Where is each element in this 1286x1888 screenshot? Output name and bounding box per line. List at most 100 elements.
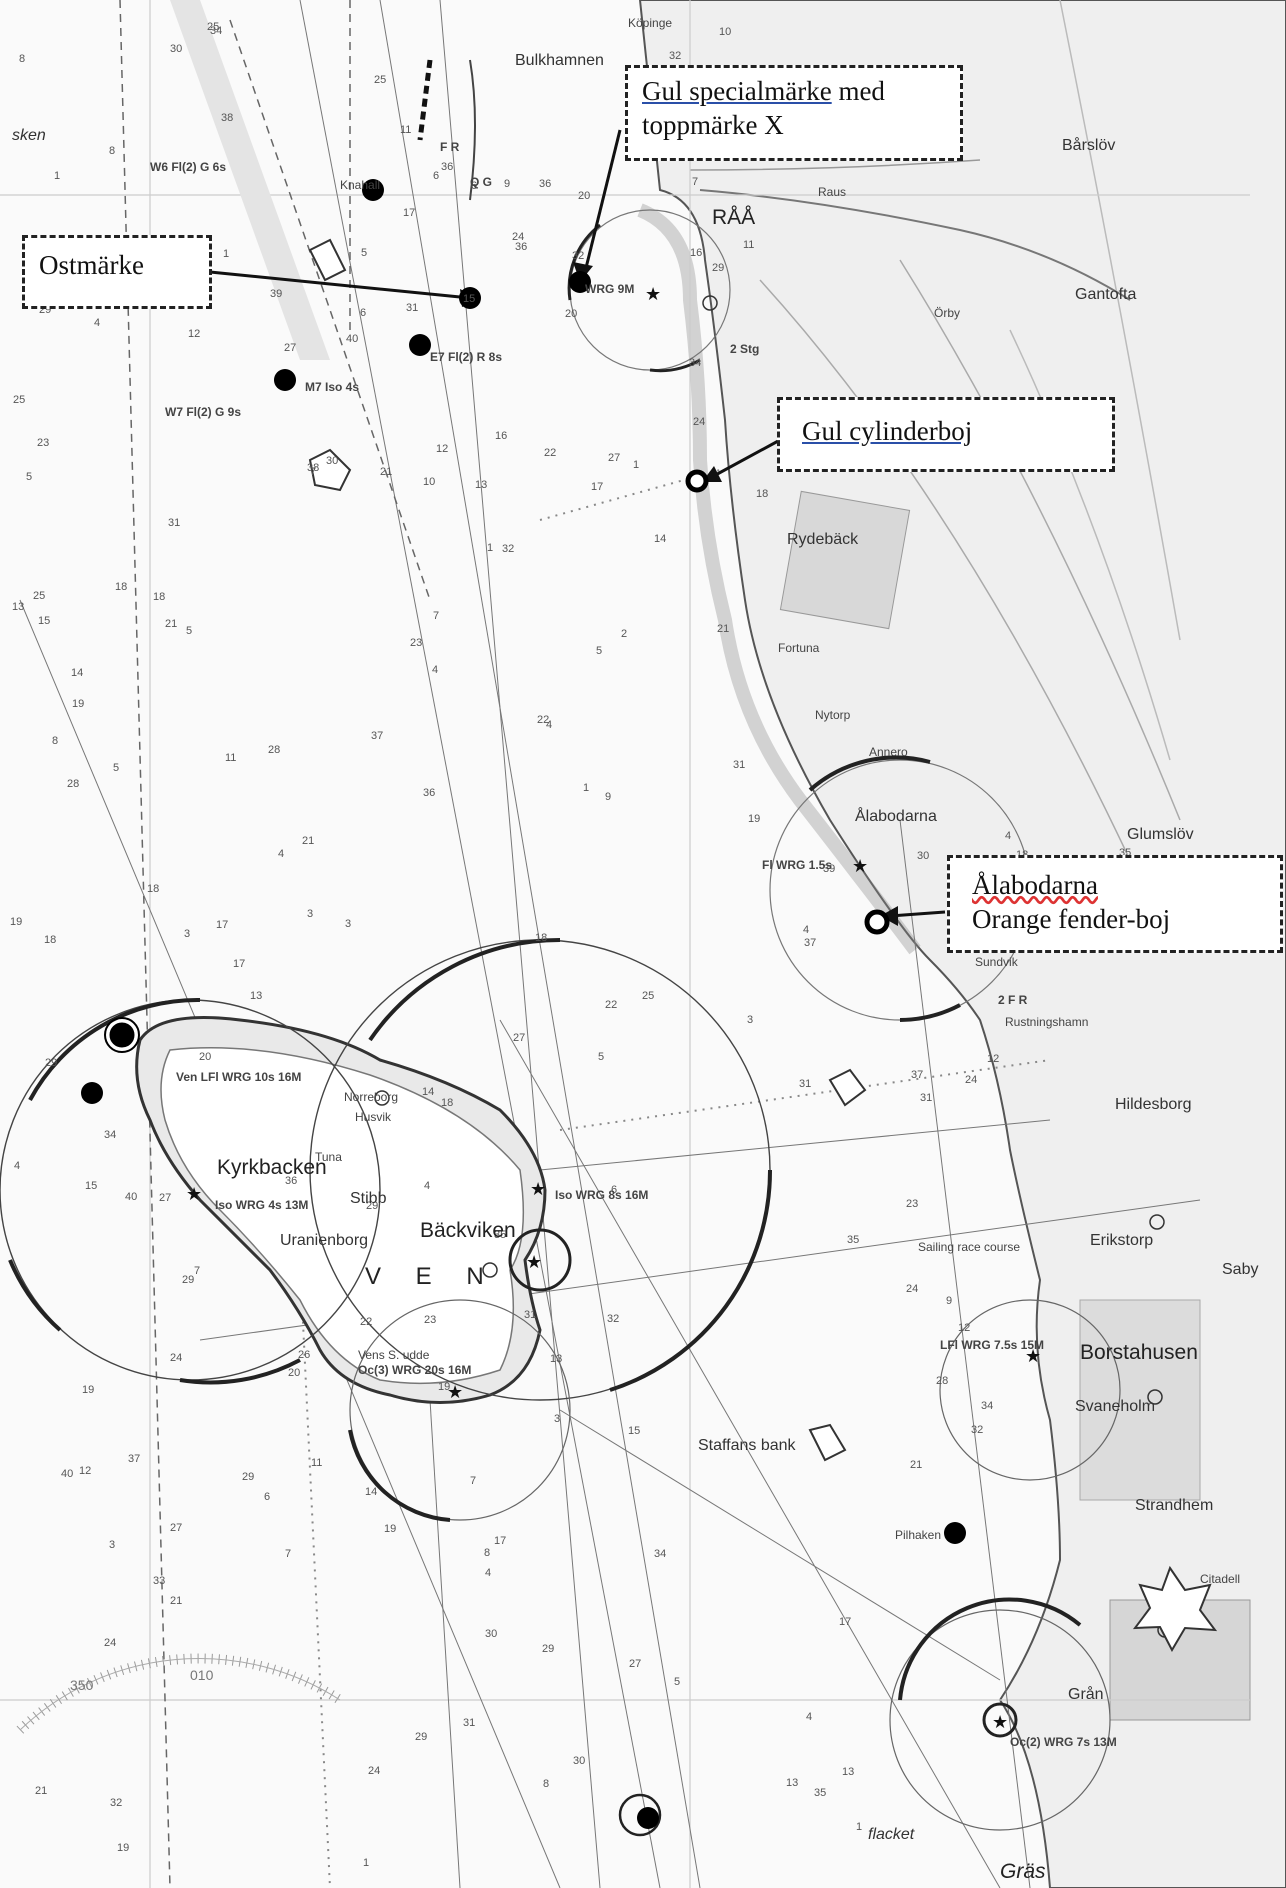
callout-cylinderboj-text: Gul cylinderboj bbox=[802, 416, 973, 446]
depth-sounding: 11 bbox=[743, 239, 755, 251]
depth-sounding: 27 bbox=[608, 452, 621, 464]
label-knahall: Knahall bbox=[340, 178, 381, 192]
depth-sounding: 5 bbox=[186, 625, 193, 637]
label-ven-s-udde: Vens S. udde bbox=[358, 1348, 430, 1362]
depth-sounding: 36 bbox=[441, 161, 454, 173]
label-nytorp: Nytorp bbox=[815, 708, 851, 722]
callout-gul-special-med: med bbox=[831, 76, 885, 106]
depth-sounding: 13 bbox=[250, 990, 263, 1002]
depth-sounding: 13 bbox=[786, 1777, 799, 1789]
label-gantofta: Gantofta bbox=[1075, 286, 1137, 303]
depth-sounding: 6 bbox=[611, 1184, 618, 1196]
depth-sounding: 37 bbox=[371, 730, 384, 742]
depth-sounding: 12 bbox=[188, 328, 201, 340]
depth-sounding: 1 bbox=[54, 170, 61, 182]
depth-sounding: 3 bbox=[554, 1413, 561, 1425]
depth-sounding: 25 bbox=[207, 21, 220, 33]
depth-sounding: 4 bbox=[14, 1160, 21, 1172]
depth-sounding: 30 bbox=[573, 1755, 586, 1767]
depth-sounding: 36 bbox=[539, 178, 552, 190]
mark-m7: M7 Iso 4s bbox=[305, 380, 360, 394]
depth-sounding: 5 bbox=[598, 1051, 605, 1063]
depth-sounding: 18 bbox=[756, 488, 769, 500]
depth-sounding: 17 bbox=[839, 1616, 852, 1628]
label-kyrkbacken: Kyrkbacken bbox=[217, 1156, 327, 1179]
depth-sounding: 15 bbox=[463, 293, 476, 305]
depth-sounding: 18 bbox=[153, 591, 166, 603]
svg-text:★: ★ bbox=[526, 1252, 542, 1273]
label-annero: Annero bbox=[869, 745, 908, 759]
depth-sounding: 13 bbox=[475, 479, 488, 491]
depth-sounding: 11 bbox=[311, 1457, 323, 1469]
depth-sounding: 23 bbox=[424, 1314, 437, 1326]
depth-sounding: 19 bbox=[10, 916, 23, 928]
depth-sounding: 19 bbox=[384, 1523, 397, 1535]
depth-sounding: 40 bbox=[125, 1191, 138, 1203]
depth-sounding: 7 bbox=[692, 176, 699, 188]
buoy-ven-west bbox=[81, 1082, 103, 1104]
depth-sounding: 37 bbox=[911, 1069, 924, 1081]
depth-sounding: 24 bbox=[693, 416, 706, 428]
label-rydeback: Rydebäck bbox=[787, 531, 859, 548]
depth-sounding: 30 bbox=[917, 850, 930, 862]
depth-sounding: 34 bbox=[654, 1548, 667, 1560]
depth-sounding: 6 bbox=[360, 307, 367, 319]
depth-sounding: 32 bbox=[669, 50, 682, 62]
depth-sounding: 8 bbox=[543, 1778, 550, 1790]
depth-sounding: 39 bbox=[270, 288, 283, 300]
depth-sounding: 4 bbox=[485, 1567, 492, 1579]
depth-sounding: 17 bbox=[403, 207, 416, 219]
depth-sounding: 21 bbox=[302, 835, 315, 847]
depth-sounding: 39 bbox=[823, 863, 836, 875]
depth-sounding: 7 bbox=[285, 1548, 292, 1560]
label-norreborg: Norreborg bbox=[344, 1090, 399, 1104]
depth-sounding: 17 bbox=[494, 1535, 507, 1547]
svg-text:★: ★ bbox=[645, 284, 661, 305]
depth-sounding: 38 bbox=[307, 462, 320, 474]
depth-sounding: 24 bbox=[906, 1283, 919, 1295]
depth-sounding: 32 bbox=[607, 1313, 620, 1325]
callout-ostmarke-text: Ostmärke bbox=[39, 250, 144, 280]
depth-sounding: 4 bbox=[432, 664, 439, 676]
depth-sounding: 6 bbox=[264, 1491, 271, 1503]
depth-sounding: 19 bbox=[438, 1381, 451, 1393]
depth-sounding: 27 bbox=[170, 1522, 183, 1534]
depth-sounding: 7 bbox=[470, 1475, 477, 1487]
depth-sounding: 14 bbox=[365, 1486, 378, 1498]
depth-sounding: 8 bbox=[19, 53, 26, 65]
depth-sounding: 18 bbox=[147, 883, 160, 895]
depth-sounding: 25 bbox=[33, 590, 46, 602]
depth-sounding: 14 bbox=[654, 533, 667, 545]
depth-sounding: 35 bbox=[494, 1229, 507, 1241]
depth-sounding: 36 bbox=[515, 241, 528, 253]
depth-sounding: 35 bbox=[814, 1787, 827, 1799]
mark-fr: F R bbox=[440, 140, 460, 154]
depth-sounding: 28 bbox=[936, 1375, 949, 1387]
svg-text:★: ★ bbox=[1025, 1346, 1041, 1367]
depth-sounding: 17 bbox=[216, 919, 229, 931]
callout-alabodarna: Ålabodarna Orange fender-boj bbox=[947, 855, 1283, 953]
depth-sounding: 20 bbox=[578, 190, 591, 202]
buoy-cylinderboj bbox=[685, 469, 709, 493]
label-hildesborg: Hildesborg bbox=[1115, 1096, 1192, 1113]
label-strandhem: Strandhem bbox=[1135, 1497, 1214, 1514]
mark-2stg: 2 Stg bbox=[730, 342, 760, 356]
label-staffans-bank: Staffans bank bbox=[698, 1437, 796, 1454]
label-alabodarna-map: Ålabodarna bbox=[855, 808, 937, 825]
depth-sounding: 12 bbox=[958, 1322, 971, 1334]
label-bulkhamnen: Bulkhamnen bbox=[515, 52, 604, 69]
depth-sounding: 15 bbox=[85, 1180, 98, 1192]
depth-sounding: 21 bbox=[717, 623, 730, 635]
depth-sounding: 31 bbox=[799, 1078, 812, 1090]
callout-gul-special-line2: toppmärke X bbox=[642, 110, 784, 140]
depth-sounding: 36 bbox=[423, 787, 436, 799]
depth-sounding: 40 bbox=[346, 333, 359, 345]
depth-sounding: 14 bbox=[71, 667, 84, 679]
depth-sounding: 1 bbox=[583, 782, 590, 794]
buoy-orange-fender bbox=[864, 909, 890, 935]
depth-sounding: 4 bbox=[546, 719, 553, 731]
depth-sounding: 4 bbox=[803, 924, 810, 936]
depth-sounding: 24 bbox=[512, 231, 525, 243]
depth-sounding: 22 bbox=[605, 999, 618, 1011]
depth-sounding: 35 bbox=[847, 1234, 860, 1246]
